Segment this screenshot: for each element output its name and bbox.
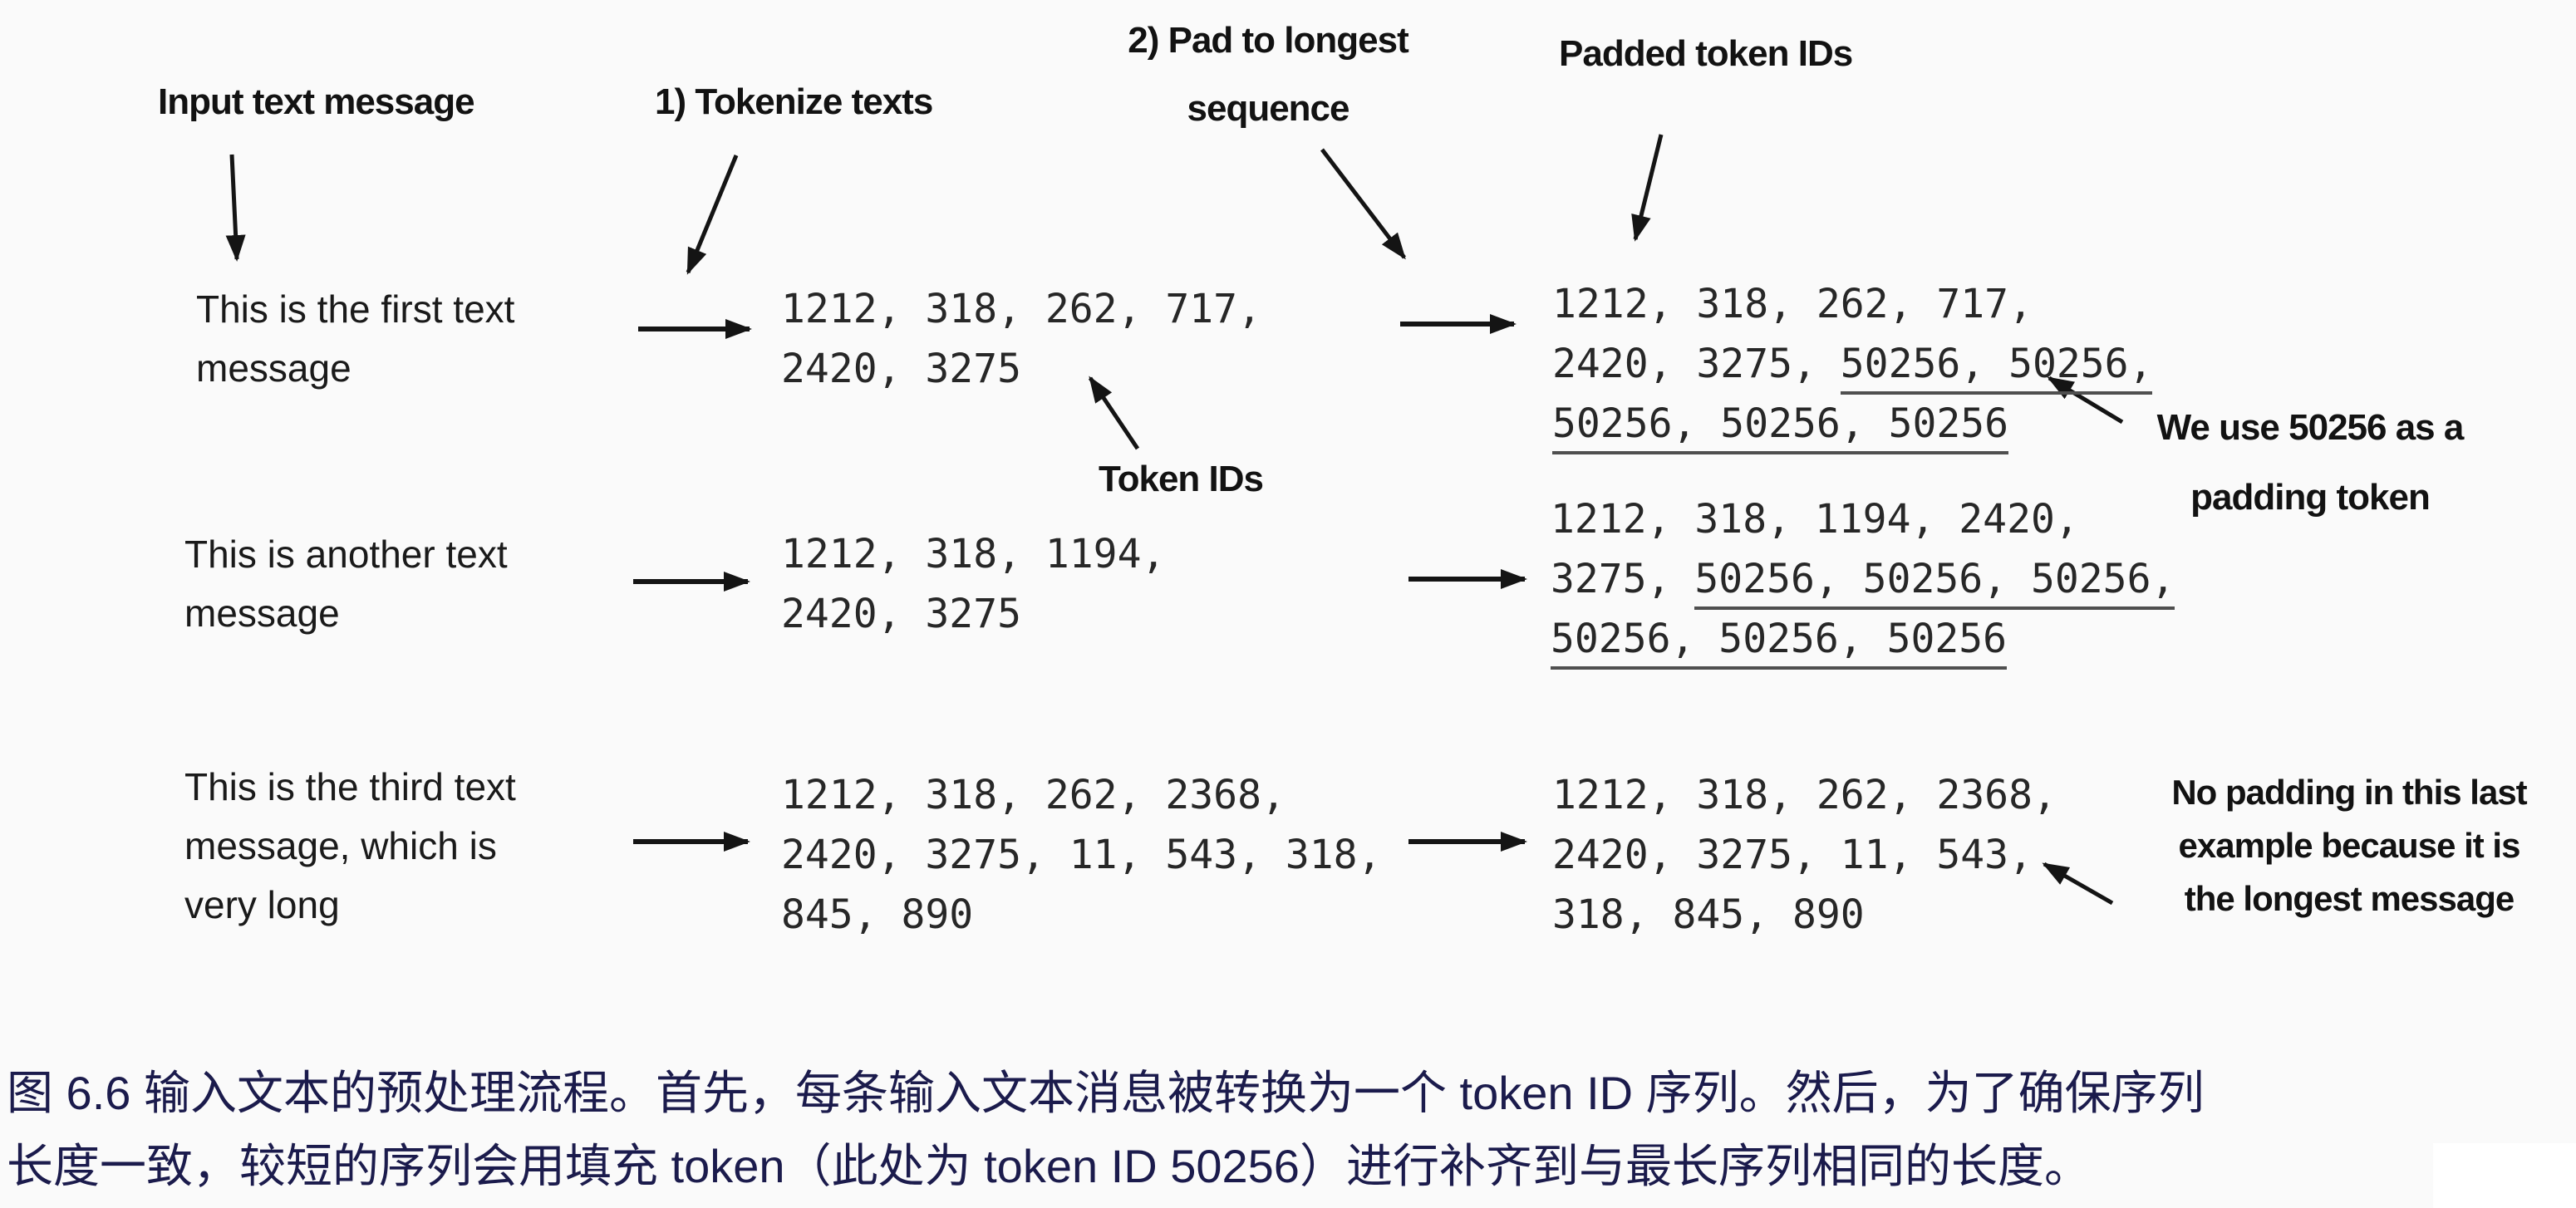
- padded-token-id-line: 1212, 318, 262, 717,: [1552, 274, 2152, 334]
- token-segment: 1212, 318, 262, 717,: [1552, 281, 2033, 327]
- caption-line1: 图 6.6 输入文本的预处理流程。首先，每条输入文本消息被转换为一个 token…: [7, 1067, 2205, 1119]
- padding-token-segment: 50256, 50256, 50256: [1552, 400, 2009, 454]
- arrow-padding-note: [2047, 376, 2124, 425]
- note-no-padding-line1: No padding in this last: [2171, 773, 2527, 812]
- token-id-line: 1212, 318, 262, 717,: [781, 286, 1261, 332]
- padded-token-ids-3: 1212, 318, 262, 2368, 2420, 3275, 11, 543…: [1552, 765, 2057, 945]
- padded-token-id-line: 1212, 318, 1194, 2420,: [1551, 489, 2175, 549]
- input-message-3: This is the third text message, which is v…: [184, 758, 516, 935]
- background-patch: [2433, 1143, 2576, 1208]
- token-id-line: 1212, 318, 1194,: [781, 531, 1166, 577]
- arrow-no-padding-note: [2042, 862, 2114, 906]
- padded-token-id-line: 50256, 50256, 50256: [1552, 394, 2152, 454]
- label-padded-token-ids: Padded token IDs: [1559, 33, 1853, 74]
- padded-token-ids-2: 1212, 318, 1194, 2420, 3275, 50256, 50256…: [1551, 489, 2175, 670]
- arrow-pad-label: [1320, 148, 1406, 260]
- token-segment: 1212, 318, 1194, 2420,: [1551, 496, 2079, 543]
- padded-token-id-line: 2420, 3275, 11, 543,: [1552, 825, 2057, 885]
- token-id-line: 1212, 318, 262, 2368,: [781, 772, 1286, 818]
- caption-line2: 长度一致，较短的序列会用填充 token（此处为 token ID 50256）…: [7, 1140, 2091, 1192]
- message-line: very long: [184, 883, 340, 926]
- message-line: This is the first text: [196, 287, 515, 331]
- message-line: message, which is: [184, 824, 497, 867]
- message-line: This is another text: [184, 533, 508, 576]
- note-no-padding-line2: example because it is: [2178, 826, 2521, 865]
- token-ids-3: 1212, 318, 262, 2368, 2420, 3275, 11, 543…: [781, 765, 1381, 945]
- token-ids-1: 1212, 318, 262, 717, 2420, 3275: [781, 279, 1261, 399]
- token-segment: 3275,: [1551, 556, 1695, 602]
- padded-token-id-line: 1212, 318, 262, 2368,: [1552, 765, 2057, 825]
- token-segment: 318, 845, 890: [1552, 891, 1865, 938]
- token-ids-2: 1212, 318, 1194, 2420, 3275: [781, 524, 1165, 644]
- arrow-token-ids-label: [1088, 376, 1140, 450]
- padded-token-ids-1: 1212, 318, 262, 717, 2420, 3275, 50256, 5…: [1552, 274, 2153, 454]
- padded-token-id-line: 50256, 50256, 50256: [1551, 609, 2175, 670]
- arrow-input-label: [225, 154, 246, 262]
- padded-token-id-line: 3275, 50256, 50256, 50256,: [1551, 549, 2175, 610]
- arrow-padded-ids-label: [1631, 134, 1664, 242]
- label-pad-line2: sequence: [1187, 88, 1350, 129]
- input-message-2: This is another text message: [184, 525, 508, 643]
- token-id-line: 2420, 3275: [781, 591, 1021, 637]
- note-padding-token-line1: We use 50256 as a: [2156, 407, 2465, 448]
- message-line: message: [196, 346, 351, 390]
- token-id-line: 2420, 3275, 11, 543, 318,: [781, 832, 1382, 878]
- token-id-line: 845, 890: [781, 891, 974, 938]
- note-padding-token: We use 50256 as a padding token: [2136, 393, 2485, 533]
- label-input-text-message: Input text message: [158, 81, 475, 122]
- label-pad-to-longest: 2) Pad to longest sequence: [1094, 7, 1443, 143]
- label-pad-line1: 2) Pad to longest: [1128, 20, 1408, 61]
- token-segment: 1212, 318, 262, 2368,: [1552, 772, 2057, 818]
- padding-token-segment: 50256, 50256,: [1840, 341, 2153, 395]
- message-line: This is the third text: [184, 765, 516, 808]
- input-message-1: This is the first text message: [196, 280, 514, 398]
- note-no-padding-line3: the longest message: [2184, 879, 2515, 918]
- note-padding-token-line2: padding token: [2190, 477, 2431, 518]
- padded-token-id-line: 318, 845, 890: [1552, 885, 2057, 945]
- figure-caption: 图 6.6 输入文本的预处理流程。首先，每条输入文本消息被转换为一个 token…: [7, 1057, 2569, 1203]
- padding-token-segment: 50256, 50256, 50256: [1551, 616, 2008, 670]
- token-segment: 2420, 3275, 11, 543,: [1552, 832, 2033, 878]
- label-tokenize-texts: 1) Tokenize texts: [655, 81, 933, 122]
- arrow-tokenize-label: [686, 155, 739, 275]
- label-token-ids: Token IDs: [1099, 459, 1264, 499]
- padded-token-id-line: 2420, 3275, 50256, 50256,: [1552, 334, 2153, 395]
- token-segment: 2420, 3275,: [1552, 341, 1841, 387]
- message-line: message: [184, 592, 340, 635]
- note-no-padding: No padding in this last example because …: [2137, 766, 2561, 926]
- padding-token-segment: 50256, 50256, 50256,: [1694, 556, 2175, 610]
- token-id-line: 2420, 3275: [781, 346, 1021, 392]
